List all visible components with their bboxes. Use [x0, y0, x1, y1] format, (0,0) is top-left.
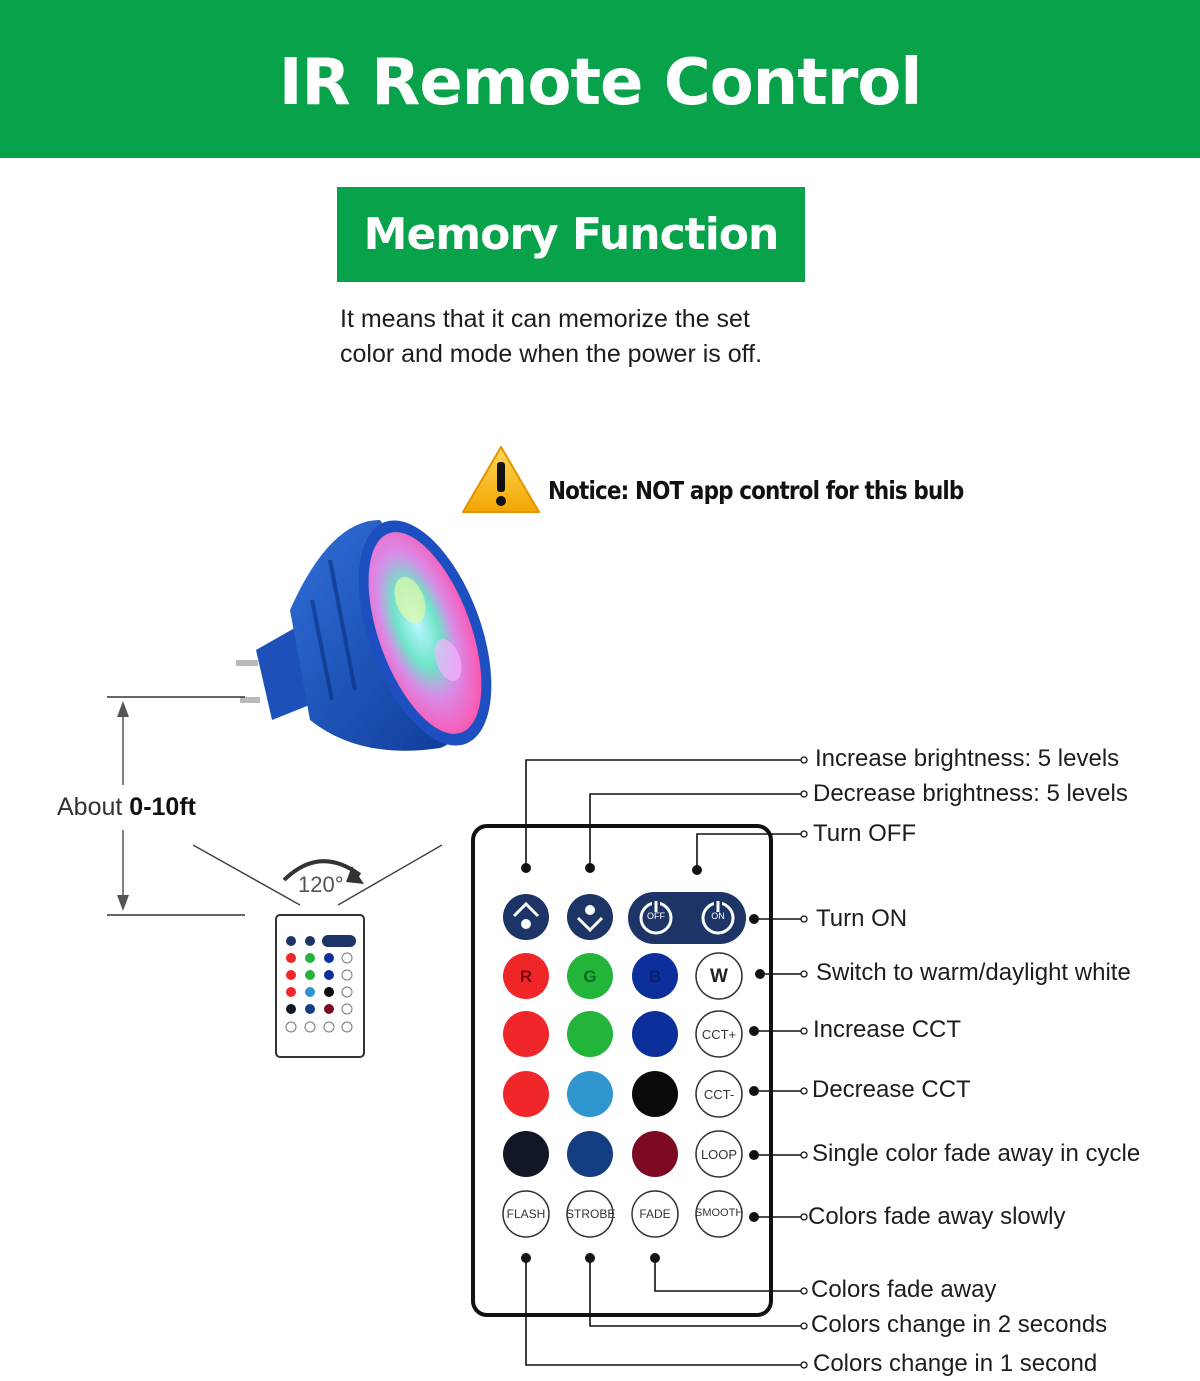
range-dimension — [107, 696, 245, 916]
label-strobe: Colors change in 2 seconds — [811, 1311, 1108, 1338]
color-button-red-3[interactable] — [503, 1071, 549, 1117]
cct-plus-button-label: CCT+ — [701, 1027, 737, 1042]
smooth-button[interactable] — [695, 1190, 743, 1238]
label-turn-off: Turn OFF — [813, 820, 917, 847]
brightness-down-button[interactable] — [567, 894, 613, 940]
memory-function-description: It means that it can memorize the set co… — [340, 302, 860, 372]
strobe-button-label: STROBE — [566, 1207, 616, 1221]
cct-minus-button-label: CCT- — [703, 1087, 735, 1102]
label-increase-brightness: Increase brightness: 5 levels — [815, 745, 1120, 772]
off-button[interactable] — [639, 900, 673, 935]
notice-text: Notice: NOT app control for this bulb — [548, 476, 964, 505]
memory-description-line-2: color and mode when the power is off. — [340, 340, 763, 368]
color-button-black[interactable] — [632, 1071, 678, 1117]
beam-angle — [192, 844, 443, 906]
blue-button[interactable] — [632, 953, 678, 999]
cct-plus-button[interactable] — [695, 1010, 743, 1058]
memory-function-title: Memory Function — [363, 209, 780, 260]
beam-angle-label: 120° — [298, 872, 344, 897]
loop-button[interactable] — [695, 1130, 743, 1178]
memory-description-line-1: It means that it can memorize the set — [340, 305, 750, 333]
callout-lines — [525, 759, 804, 1366]
mr16-bulb-image — [236, 520, 492, 751]
red-button[interactable] — [503, 953, 549, 999]
color-button-dark-navy[interactable] — [503, 1131, 549, 1177]
color-button-cyan[interactable] — [567, 1071, 613, 1117]
flash-button[interactable] — [502, 1190, 550, 1238]
callout-dots — [521, 863, 765, 1263]
white-button[interactable] — [695, 952, 743, 1000]
label-warm-white: Switch to warm/daylight white — [816, 959, 1131, 986]
on-button-label: ON — [711, 911, 725, 921]
fade-button[interactable] — [631, 1190, 679, 1238]
smooth-button-label: SMOOTH — [695, 1207, 744, 1219]
cct-minus-button[interactable] — [695, 1070, 743, 1118]
label-decrease-cct: Decrease CCT — [812, 1076, 971, 1103]
small-remote-image — [275, 914, 365, 1058]
red-button-label: R — [519, 967, 533, 986]
range-label: About 0-10ft — [57, 793, 196, 822]
green-button-label: G — [583, 967, 597, 986]
flash-button-label: FLASH — [506, 1207, 546, 1221]
memory-function-badge: Memory Function — [337, 187, 805, 282]
color-button-blue-2[interactable] — [632, 1011, 678, 1057]
label-decrease-brightness: Decrease brightness: 5 levels — [813, 780, 1128, 807]
color-button-green-2[interactable] — [567, 1011, 613, 1057]
callout-end-dots — [800, 756, 808, 1369]
color-button-red-2[interactable] — [503, 1011, 549, 1057]
label-increase-cct: Increase CCT — [813, 1016, 962, 1043]
label-smooth: Colors fade away slowly — [808, 1203, 1066, 1230]
off-button-label: OFF — [647, 911, 665, 921]
green-button[interactable] — [567, 953, 613, 999]
brightness-up-button[interactable] — [503, 894, 549, 940]
range-prefix: About — [57, 793, 123, 821]
label-flash: Colors change in 1 second — [813, 1350, 1098, 1377]
label-fade: Colors fade away — [811, 1276, 997, 1303]
label-turn-on: Turn ON — [816, 905, 908, 932]
page-title: IR Remote Control — [278, 46, 923, 120]
header-banner: IR Remote Control — [0, 0, 1200, 158]
warning-icon — [462, 446, 540, 513]
blue-button-label: B — [648, 967, 662, 986]
loop-button-label: LOOP — [700, 1147, 738, 1162]
label-loop: Single color fade away in cycle — [812, 1140, 1141, 1167]
color-button-maroon[interactable] — [632, 1131, 678, 1177]
remote-body — [471, 824, 773, 1317]
fade-button-label: FADE — [639, 1207, 671, 1221]
white-button-label: W — [710, 966, 728, 987]
strobe-button[interactable] — [566, 1190, 614, 1238]
color-button-navy[interactable] — [567, 1131, 613, 1177]
range-value: 0-10ft — [129, 793, 196, 821]
on-button[interactable] — [701, 900, 735, 935]
